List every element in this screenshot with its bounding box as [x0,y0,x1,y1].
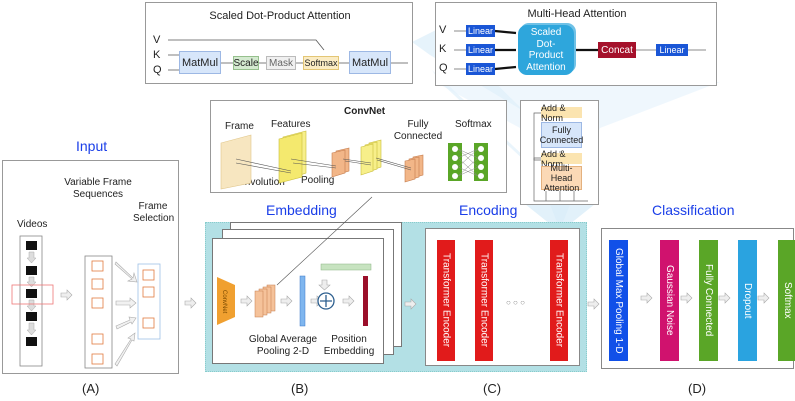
encoder-add-norm-1: Add & Norm [541,103,582,123]
transformer-encoder-n: Transformer Encoder [550,240,568,361]
convnet-panel: ConvNet Frame Features Convolution Pooli… [210,100,507,193]
input-title: Input [76,138,108,154]
classification-panel: Global Max Pooling 1-D Gaussian Noise Full… [601,228,795,369]
mha-input-q: Q [439,62,448,74]
sdpa-arrows [168,39,408,71]
convnet-frame-label: Frame [225,121,254,132]
classification-layer-global-max-pooling-1-d: Global Max Pooling 1-D [609,240,628,361]
mha-panel: Multi-Head Attention V K Q Linear Linear… [435,2,717,86]
encoder-add-norm-2: Add & Norm [541,149,582,169]
classification-layer-label: Softmax [782,282,793,319]
convnet-pooling-label: Pooling [301,175,335,186]
sdpa-input-q: Q [153,64,162,76]
video-clapper-icons [26,241,37,346]
convnet-softmax-label: Softmax [455,119,492,130]
mha-linear-v: Linear [466,25,495,37]
mha-input-k: K [439,43,447,55]
sdpa-input-v: V [153,34,161,46]
gap-label: Global Average Pooling 2-D [248,334,318,357]
embedding-card: ConvNet Global Average Pooling 2-D Posit… [212,238,384,364]
transformer-encoder-2: Transformer Encoder [475,240,493,361]
encoding-title: Encoding [459,202,518,218]
sdpa-matmul-2: MatMul [349,51,391,74]
encoder-mha: Multi-Head Attention [541,163,582,193]
encoder-fully-connected: Fully Connected [540,122,583,148]
mha-linear-q: Linear [466,63,495,75]
frame-selection-label: Frame Selection [133,201,175,224]
variable-frames-label: Variable Frame Sequences [64,177,132,200]
classification-layer-softmax: Softmax [778,240,795,361]
label-c: (C) [483,381,502,396]
classification-layer-fully-connected: Fully Connected [699,240,718,361]
embedding-title: Embedding [266,202,337,218]
mha-title: Multi-Head Attention [527,8,627,20]
encoder-block-panel: Add & Norm Fully Connected Add & Norm Mu… [520,100,599,205]
classification-layer-label: Global Max Pooling 1-D [613,247,624,354]
input-panel: Variable Frame Sequences Frame Selection… [2,160,197,374]
mha-input-v: V [439,24,447,36]
sdpa-input-k: K [153,49,161,61]
transformer-encoder-1-label: Transformer Encoder [440,253,452,348]
videos-label: Videos [17,219,48,230]
label-d: (D) [688,381,707,396]
mha-linear-out: Linear [656,44,688,56]
classification-layer-label: Dropout [742,282,753,319]
position-embedding-label: Position Embedding [323,334,375,357]
encoding-panel: Transformer Encoder Transformer Encoder … [425,228,580,366]
classification-title: Classification [652,202,735,218]
frame-grid [220,134,252,190]
mha-arrows [454,29,706,71]
sdpa-panel: Scaled Dot-Product Attention V K Q MatMu… [145,2,413,84]
convnet-title: ConvNet [344,106,386,117]
sdpa-scale: Scale [233,56,259,70]
classification-layer-gaussian-noise: Gaussian Noise [660,240,679,361]
label-b: (B) [291,381,309,396]
convnet-convolution-label: Convolution [232,177,285,188]
classification-layer-label: Gaussian Noise [664,265,675,336]
sdpa-matmul-1: MatMul [179,51,221,74]
mha-sdpa-block: Scaled Dot-Product Attention [518,25,574,75]
classification-layer-dropout: Dropout [738,240,757,361]
convnet-fc-label: Fully Connected [393,119,443,142]
mha-linear-k: Linear [466,44,495,56]
convnet-drawing [220,130,488,190]
mha-concat: Concat [598,42,636,58]
transformer-encoder-n-label: Transformer Encoder [553,253,565,348]
embedding-convnet-label: ConvNet [220,290,227,314]
convnet-features-label: Features [271,119,311,130]
label-a: (A) [82,381,100,396]
sdpa-softmax: Softmax [303,56,339,70]
sdpa-mask: Mask [266,56,296,70]
transformer-encoder-1: Transformer Encoder [437,240,455,361]
input-drawing [11,235,197,369]
embedding-drawing [217,263,372,327]
classification-layer-label: Fully Connected [703,264,714,337]
encoder-ellipsis: ○ ○ ○ [506,298,525,307]
classification-arrows [640,292,770,304]
transformer-encoder-2-label: Transformer Encoder [478,253,490,348]
sdpa-title: Scaled Dot-Product Attention [209,10,351,22]
